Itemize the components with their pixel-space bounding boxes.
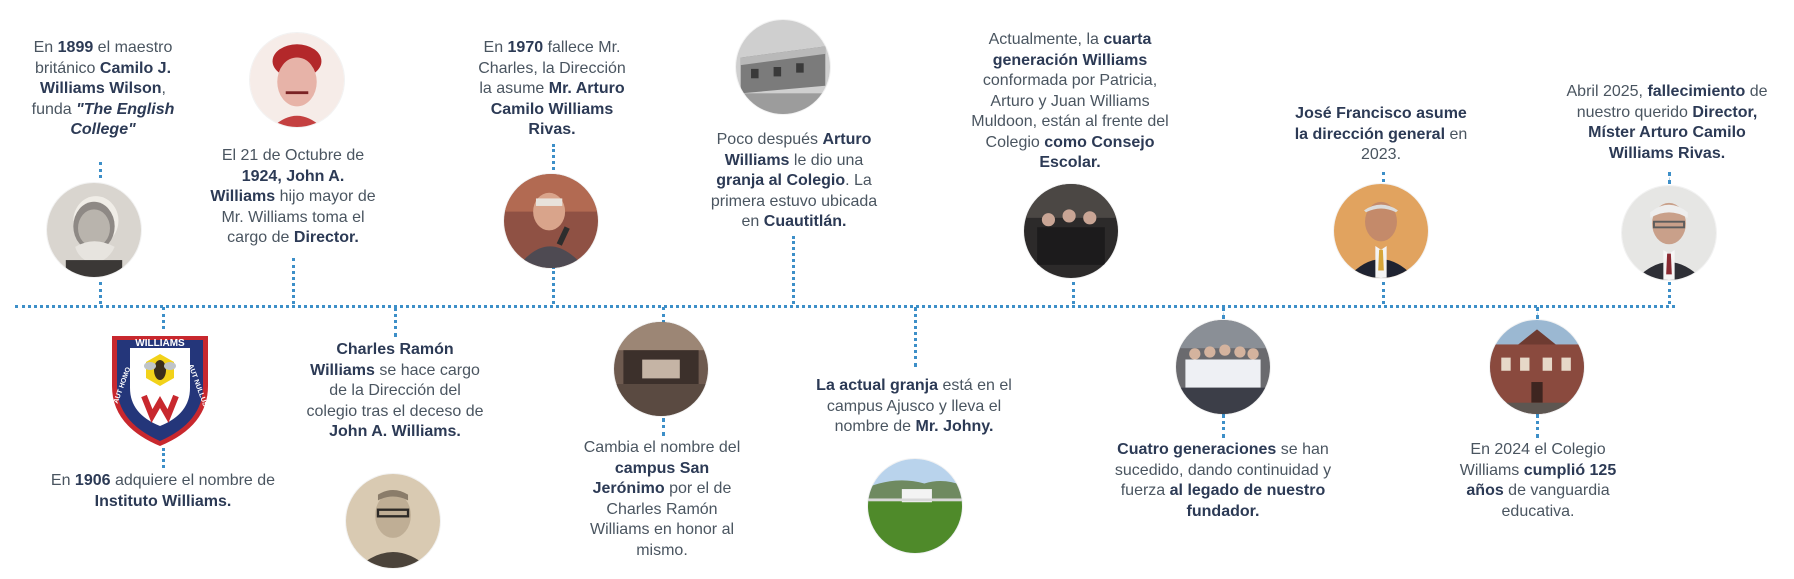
arturo-williams-2025-portrait-photo [1622, 186, 1716, 280]
connector [914, 307, 917, 367]
event-text-segment: campus San Jerónimo [592, 459, 710, 498]
instituto-williams-crest-logo: WILLIAMS AUT HOMO AUT NULLUS [108, 330, 212, 448]
event-text-1924: El 21 de Octubre de 1924, John A. Willia… [208, 146, 378, 249]
event-text-segment: Abril 2025, [1566, 83, 1648, 100]
timeline-axis [15, 305, 1675, 308]
event-text-segment: En [33, 39, 58, 56]
event-text-segment: 1899 [57, 39, 94, 56]
event-text-segment: , funda [31, 80, 166, 118]
event-text-segment: al legado de nuestro fundador. [1169, 482, 1326, 520]
connector [662, 418, 665, 436]
event-text-segment: Mr. Arturo Camilo Williams Rivas. [490, 80, 625, 138]
first-farm-building-photo [736, 20, 830, 114]
event-text-segment: Director. [293, 229, 359, 246]
connector [1536, 414, 1539, 438]
event-text-segment: se han sucedido, dando continuidad y fue… [1114, 441, 1332, 499]
event-text-segment: Instituto Williams. [94, 492, 232, 510]
event-text-1970: En 1970 fallece Mr. Charles, la Direcció… [472, 38, 632, 141]
event-text-1899: En 1899 el maestro británico Camilo J. W… [30, 38, 176, 141]
event-text-generaciones: Cuatro generaciones se han sucedido, dan… [1110, 440, 1336, 522]
event-text-segment: La actual granja [816, 377, 938, 394]
connector [99, 162, 102, 178]
consejo-escolar-group-photo [1024, 184, 1118, 278]
event-text-segment: John A. Williams. [329, 423, 461, 440]
connector [99, 282, 102, 304]
event-text-segment: El 21 de Octubre de [221, 147, 365, 164]
event-text-segment: el maestro británico [34, 39, 173, 77]
connector [162, 448, 165, 468]
founder-portrait-photo [47, 183, 141, 277]
event-text-granja: Poco después Arturo Williams le dio una … [700, 130, 888, 233]
event-text-2024: En 2024 el Colegio Williams cumplió 125 … [1448, 440, 1628, 522]
event-text-ajusco: La actual granja está en el campus Ajusc… [808, 376, 1020, 438]
event-text-segment: de vanguardia educativa. [1501, 482, 1610, 520]
arturo-microphone-photo [504, 174, 598, 268]
event-text-segment: "The English College" [70, 100, 175, 139]
connector [1222, 414, 1225, 438]
connector [792, 236, 795, 304]
event-text-segment: le dio una [789, 151, 864, 169]
event-text-segment: cuarta generación Williams [992, 31, 1152, 69]
campus-san-jeronimo-photo [614, 322, 708, 416]
event-text-segment: está en el campus Ajusco y lleva el nomb… [826, 377, 1012, 435]
event-text-segment: Charles Ramón Williams [310, 341, 454, 379]
event-text-segment: Camilo J. Williams Wilson [40, 59, 172, 98]
connector [1536, 307, 1539, 319]
event-text-segment: Cuautitlán. [763, 213, 847, 230]
connector [552, 144, 555, 170]
event-text-segment: En [483, 39, 508, 56]
event-text-segment: como Consejo Escolar. [1039, 133, 1155, 172]
connector [1072, 282, 1075, 304]
event-text-segment: conformada por Patricia, Arturo y Juan W… [971, 72, 1169, 151]
event-text-segment: en 2023. [1360, 125, 1468, 164]
granja-ajusco-field-photo [868, 459, 962, 553]
event-text-segment: de nuestro querido [1576, 83, 1768, 121]
event-text-segment: Director, Míster Arturo Camilo Williams … [1588, 103, 1758, 162]
event-text-consejo: Actualmente, la cuarta generación Willia… [960, 30, 1180, 174]
event-text-2025: Abril 2025, fallecimiento de nuestro que… [1566, 82, 1768, 164]
event-text-segment: fallecimiento [1647, 83, 1746, 100]
connector [1382, 282, 1385, 304]
event-text-segment: Poco después [716, 131, 823, 148]
event-text-segment: 1924, John A. Williams [210, 167, 345, 206]
event-text-segment: 1970 [507, 39, 544, 56]
event-text-charles: Charles Ramón Williams se hace cargo de … [306, 340, 484, 443]
connector [394, 307, 397, 337]
event-text-segment: Mr. Johny. [915, 418, 994, 435]
charles-ramon-portrait-photo [346, 474, 440, 568]
event-text-segment: Cuatro generaciones [1117, 441, 1277, 458]
connector [1222, 307, 1225, 319]
connector [1668, 282, 1671, 304]
event-text-segment: 1906 [74, 472, 111, 489]
event-text-segment: se hace cargo de la Dirección del colegi… [306, 361, 484, 420]
event-text-segment: En 2024 el Colegio Williams [1459, 441, 1606, 479]
event-text-segment: adquiere el nombre de [110, 472, 276, 489]
event-text-segment: granja al Colegio [716, 172, 846, 189]
event-text-1906: En 1906 adquiere el nombre de Instituto … [48, 471, 278, 512]
crest-top-text: WILLIAMS [135, 338, 185, 349]
event-text-segment: Actualmente, la [988, 31, 1104, 48]
john-williams-portrait-photo [250, 33, 344, 127]
cuatro-generaciones-group-photo [1176, 320, 1270, 414]
colegio-building-2024-photo [1490, 320, 1584, 414]
event-text-segment: por el de Charles Ramón Williams en hono… [589, 480, 735, 559]
event-text-segment: fallece Mr. Charles, la Dirección la asu… [478, 39, 626, 97]
connector [162, 307, 165, 329]
event-text-segment: En [50, 472, 75, 489]
connector [292, 258, 295, 304]
event-text-segment: hijo mayor de Mr. Williams toma el cargo… [221, 188, 376, 246]
jose-francisco-portrait-photo [1334, 184, 1428, 278]
connector [1382, 172, 1385, 182]
connector [662, 307, 665, 323]
event-text-jose: José Francisco asume la dirección genera… [1290, 104, 1472, 166]
connector [1668, 172, 1671, 184]
event-text-segment: Arturo Williams [724, 131, 872, 169]
event-text-segment: José Francisco asume la dirección genera… [1294, 105, 1467, 143]
connector [552, 266, 555, 304]
event-text-segment: Cambia el nombre del [583, 439, 741, 456]
event-text-campus: Cambia el nombre del campus San Jerónimo… [580, 438, 744, 561]
event-text-segment: cumplió 125 años [1466, 461, 1617, 500]
event-text-segment: . La primera estuvo ubicada en [710, 172, 878, 230]
